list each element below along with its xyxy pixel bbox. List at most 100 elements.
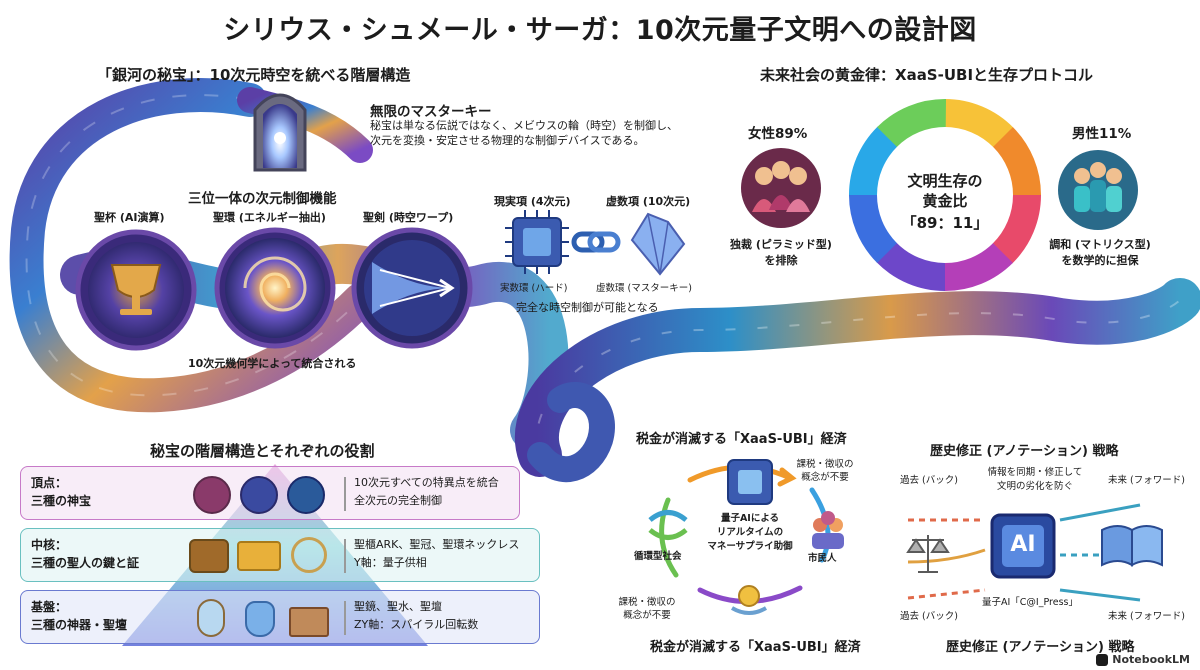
mirror-icon xyxy=(197,599,225,637)
xaas-tax-top-line2: 概念が不要 xyxy=(801,472,849,483)
page-title: シリウス・シュメール・サーガ：10次元量子文明への設計図 xyxy=(223,15,977,46)
treasure-icon-3 xyxy=(287,476,325,514)
xaas-center-line1: 量子AIによる xyxy=(720,513,780,524)
real-term-label: 現実項 (4次元) xyxy=(494,195,571,208)
female-group-icon xyxy=(741,148,821,228)
xaas-tax-top-line1: 課税・徴収の xyxy=(796,459,854,470)
donut-center-line2: 黄金比 xyxy=(922,192,968,210)
history-center-line2: 文明の劣化を防ぐ xyxy=(996,481,1073,492)
xaas-tax-bottom-line2: 概念が不要 xyxy=(623,610,671,621)
notebooklm-watermark: NotebookLM xyxy=(1096,653,1190,666)
link-chain-icon xyxy=(571,231,621,253)
donut-segment xyxy=(849,193,897,263)
donut-segment xyxy=(876,242,945,291)
donut-center xyxy=(878,128,1012,262)
holy-grail-circle-icon xyxy=(75,229,197,351)
quantum-ai-chip-icon xyxy=(727,459,773,505)
left-section-heading: 「銀河の秘宝」：10次元時空を統べる階層構造 xyxy=(97,66,411,84)
necklace-icon xyxy=(291,537,327,573)
crystal-icon xyxy=(630,212,686,276)
xaas-heading-bottom: 税金が消滅する「XaaS-UBI」経済 xyxy=(650,640,861,655)
tier-apex-label-line2: 三種の神宝 xyxy=(31,494,92,508)
trinity-item-ring: 聖環 (エネルギー抽出) xyxy=(213,211,326,224)
donut-segment xyxy=(993,127,1041,197)
xaas-center-line3: マネーサプライ助御 xyxy=(707,541,793,552)
tier-base-desc-line2: ZY軸：スパイラル回転数 xyxy=(354,618,479,631)
altar-icon xyxy=(289,607,329,637)
history-heading-top: 歴史修正 (アノテーション) 戦略 xyxy=(930,444,1119,459)
female-desc-line1: 独裁 (ピラミッド型) xyxy=(730,238,832,251)
history-ai-caption: 量子AI「C@I_Press」 xyxy=(982,597,1078,608)
donut-segment xyxy=(992,195,1041,264)
history-past-top: 過去 (バック) xyxy=(900,475,958,486)
imaginary-term-label: 虚数項 (10次元) xyxy=(606,195,691,208)
history-heading-bottom: 歴史修正 (アノテーション) 戦略 xyxy=(946,640,1135,655)
donut-segment xyxy=(943,243,1013,292)
donut-segment xyxy=(849,126,898,195)
tier-base-label-line2: 三種の神器・聖壇 xyxy=(31,618,128,632)
notebooklm-brand-text: NotebookLM xyxy=(1112,653,1190,666)
tier-base: 基盤： 三種の神器・聖壇 聖鏡、聖水、聖壇 ZY軸：スパイラル回転数 xyxy=(20,590,540,644)
tier-base-desc-line1: 聖鏡、聖水、聖壇 xyxy=(354,600,442,613)
tier-divider xyxy=(344,477,346,511)
master-key-desc-line1: 秘宝は単なる伝説ではなく、メビウスの輪（時空）を制御し、 xyxy=(370,119,678,132)
male-group-icon xyxy=(1058,150,1138,230)
open-book-icon xyxy=(1101,525,1163,567)
holy-ring-circle-icon xyxy=(214,227,336,349)
history-future-top: 未来 (フォワード) xyxy=(1108,475,1185,486)
money-hand-icon xyxy=(730,585,768,615)
history-center-line1: 情報を同期・修正して xyxy=(987,467,1083,478)
imaginary-term-desc: 虚数環 (マスターキー) xyxy=(596,283,692,294)
donut-segment xyxy=(877,99,947,147)
terms-footer: 完全な時空制御が可能となる xyxy=(516,301,659,314)
tier-core-label-line2: 三種の聖人の鍵と証 xyxy=(31,556,140,570)
water-vase-icon xyxy=(245,601,275,637)
male-label: 男性11% xyxy=(1072,126,1132,142)
real-term-desc: 実数環 (ハード) xyxy=(500,283,568,294)
portal-icon xyxy=(253,93,307,172)
tier-core: 中核： 三種の聖人の鍵と証 聖櫃ARK、聖冠、聖環ネックレス Y軸：量子供相 xyxy=(20,528,540,582)
xaas-center-line2: リアルタイムの xyxy=(716,527,784,538)
right-section-heading: 未来社会の黄金律：XaaS-UBIと生存プロトコル xyxy=(760,66,1094,84)
chip-icon xyxy=(505,210,569,274)
male-desc-line2: を数学的に担保 xyxy=(1061,254,1139,267)
ai-chip-icon xyxy=(990,513,1056,579)
female-label: 女性89% xyxy=(748,126,808,142)
female-desc-line2: を排除 xyxy=(764,254,798,267)
xaas-heading-top: 税金が消滅する「XaaS-UBI」経済 xyxy=(636,432,847,447)
tier-core-label-line1: 中核： xyxy=(31,538,68,552)
treasure-icon-1 xyxy=(193,476,231,514)
hierarchy-heading: 秘宝の階層構造とそれぞれの役割 xyxy=(150,442,375,460)
tier-apex-desc-line2: 全次元の完全制御 xyxy=(354,494,442,507)
scales-icon xyxy=(906,535,950,573)
donut-center-line3: 「89：11」 xyxy=(901,214,989,232)
male-desc-line1: 調和 (マトリクス型) xyxy=(1049,238,1151,251)
tier-core-desc-line1: 聖櫃ARK、聖冠、聖環ネックレス xyxy=(354,538,520,551)
xaas-tax-bottom-line1: 課税・徴収の xyxy=(618,597,676,608)
trinity-item-sword: 聖剣 (時空ワープ) xyxy=(363,211,454,224)
xaas-citizens-label: 市民人 xyxy=(808,553,837,564)
ark-chest-icon xyxy=(189,539,229,573)
trinity-item-grail: 聖杯 (AI演算) xyxy=(94,211,165,224)
master-key-desc-line2: 次元を変換・安定させる物理的な制御デバイスである。 xyxy=(370,134,645,147)
donut-center-line1: 文明生存の xyxy=(907,172,983,190)
tier-apex-label-line1: 頂点： xyxy=(31,476,68,490)
tier-core-desc-line2: Y軸：量子供相 xyxy=(354,556,427,569)
recycle-society-icon xyxy=(648,510,688,540)
citizens-icon xyxy=(812,511,844,549)
tier-apex: 頂点： 三種の神宝 10次元すべての特異点を統合 全次元の完全制御 xyxy=(20,466,520,520)
tier-divider xyxy=(344,539,346,573)
xaas-recycle-label: 循環型社会 xyxy=(634,551,682,562)
holy-sword-circle-icon xyxy=(351,227,473,349)
ai-chip-label: AI xyxy=(1010,532,1036,557)
tier-base-label-line1: 基盤： xyxy=(31,600,68,614)
donut-segment xyxy=(945,99,1014,148)
notebooklm-logo-icon xyxy=(1096,653,1109,666)
trinity-title: 三位一体の次元制御機能 xyxy=(188,191,337,207)
history-future-bottom: 未来 (フォワード) xyxy=(1108,611,1185,622)
tier-divider xyxy=(344,601,346,635)
tier-apex-desc-line1: 10次元すべての特異点を統合 xyxy=(354,476,499,489)
trinity-footer: 10次元幾何学によって統合される xyxy=(188,357,357,370)
golden-ratio-donut-chart xyxy=(849,99,1041,292)
